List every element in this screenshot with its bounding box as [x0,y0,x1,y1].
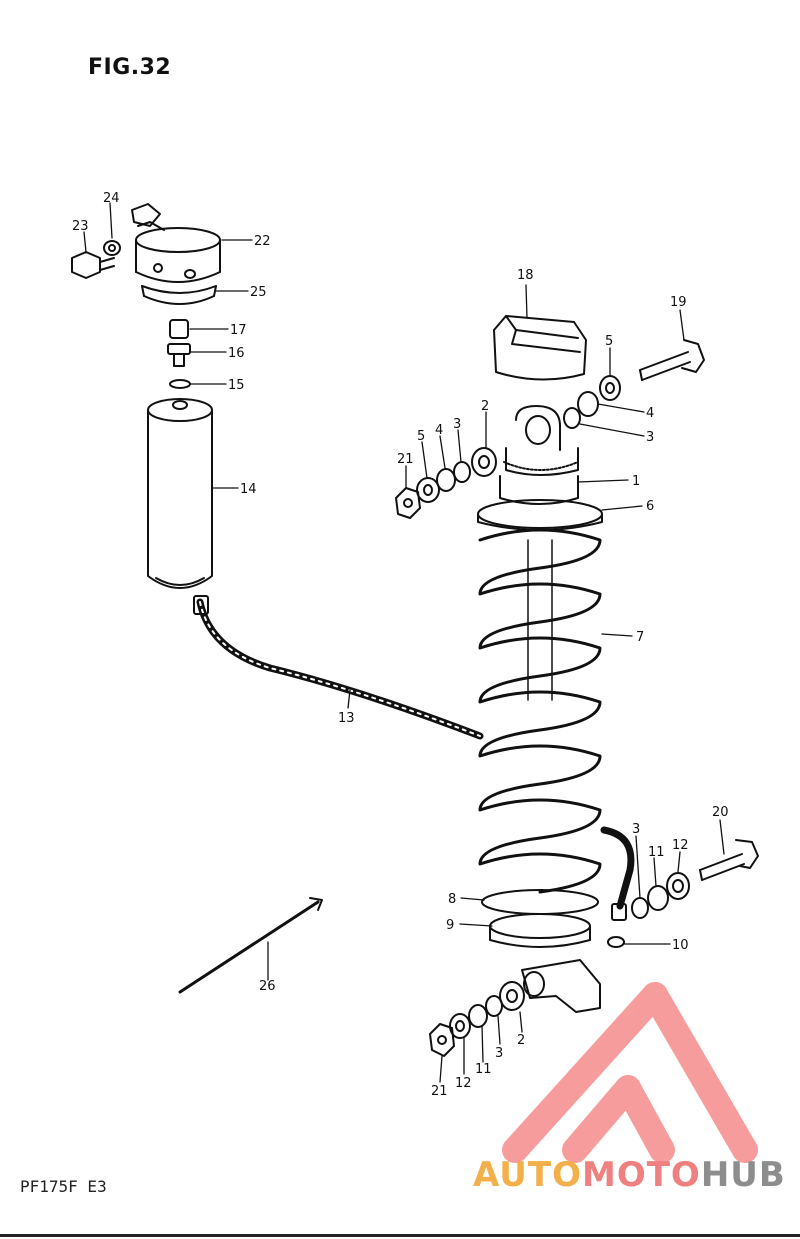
callout-14: 14 [240,482,257,497]
watermark-logo-mark [502,982,758,1163]
part-10-washer [607,936,625,948]
callout-22: 22 [254,234,271,249]
part-3-ring-upper-left [453,461,471,483]
part-13-hose [193,595,484,740]
callout-18: 18 [517,268,534,283]
part-3-ring-lower-right [631,897,649,919]
part-22-clamp [131,203,221,283]
part-19-bolt [639,339,705,381]
callout-3-right: 3 [646,430,654,445]
callout-9: 9 [446,918,454,933]
callout-26: 26 [259,979,276,994]
part-4-seal-upper-left [436,468,456,492]
part-11-seal-right [647,885,669,911]
part-1-lower-clevis [521,959,601,1013]
callout-17: 17 [230,323,247,338]
callout-7: 7 [636,630,644,645]
part-26-cable-tie [178,897,323,994]
callout-12-lower-left: 12 [455,1076,472,1091]
callout-labels: 24 23 22 25 17 16 15 14 13 18 19 5 4 3 1… [72,191,729,1099]
callout-16: 16 [228,346,245,361]
callout-4-upper-left: 4 [435,423,443,438]
callout-20: 20 [712,805,729,820]
part-2-bushing-upper [471,447,497,477]
part-21-nut-upper [395,487,421,519]
callout-1: 1 [632,474,640,489]
callout-3-upper-left: 3 [453,417,461,432]
part-14-reservoir [147,398,213,589]
callout-3-lower-right: 3 [632,822,640,837]
callout-21-lower: 21 [431,1084,448,1099]
part-5-spacer-upper [599,375,621,401]
callout-2-lower: 2 [517,1033,525,1048]
part-24-washer [103,240,121,256]
part-7-spring [478,528,602,894]
part-5-spacer-left [416,477,440,503]
part-3-ring-lower-left [485,995,503,1017]
part-16-valve [167,343,191,367]
part-3-ring-upper-right [563,407,581,429]
callout-23: 23 [72,219,89,234]
callout-21-upper: 21 [397,452,414,467]
callout-3-lower-left: 3 [495,1046,503,1061]
part-11-seal-lower-left [468,1004,488,1028]
callout-11-lower-left: 11 [475,1062,492,1077]
part-13-hose-lower [600,826,635,921]
bottom-border [0,1234,800,1237]
part-2-bushing-lower [499,981,525,1011]
part-12-washer-lower-left [449,1013,471,1039]
callout-10: 10 [672,938,689,953]
callout-2-upper: 2 [481,399,489,414]
part-23-bolt [71,251,115,279]
part-4-seal-upper-right [577,391,599,417]
figure-title: FIG.32 [88,55,172,80]
part-17-cap [169,319,189,339]
callout-5-left: 5 [417,429,425,444]
part-25-band [141,285,217,305]
brand-part-moto: MOTO [581,1155,701,1195]
part-21-nut-lower [429,1023,455,1057]
figure-code: PF175F E3 [20,1177,107,1196]
part-18-cap [493,315,587,381]
callout-15: 15 [228,378,245,393]
callout-12-right: 12 [672,838,689,853]
part-8-lock-ring [481,889,599,915]
callout-8: 8 [448,892,456,907]
brand-part-hub: HUB [700,1155,786,1195]
brand-part-auto: AUTO [473,1155,582,1195]
callout-24: 24 [103,191,120,206]
callout-19: 19 [670,295,687,310]
callout-13: 13 [338,711,355,726]
part-20-bolt [699,839,759,881]
part-12-washer-right [666,872,690,900]
part-15-o-ring [169,379,191,389]
callout-11-right: 11 [648,845,665,860]
leader-lines [83,202,725,1083]
brand-watermark: AUTOMOTOHUB [473,1155,786,1195]
callout-4-right: 4 [646,406,654,421]
callout-5-right: 5 [605,334,613,349]
part-9-adjuster [489,913,591,948]
part-1-shock-body [499,405,579,505]
callout-6: 6 [646,499,654,514]
callout-25: 25 [250,285,267,300]
